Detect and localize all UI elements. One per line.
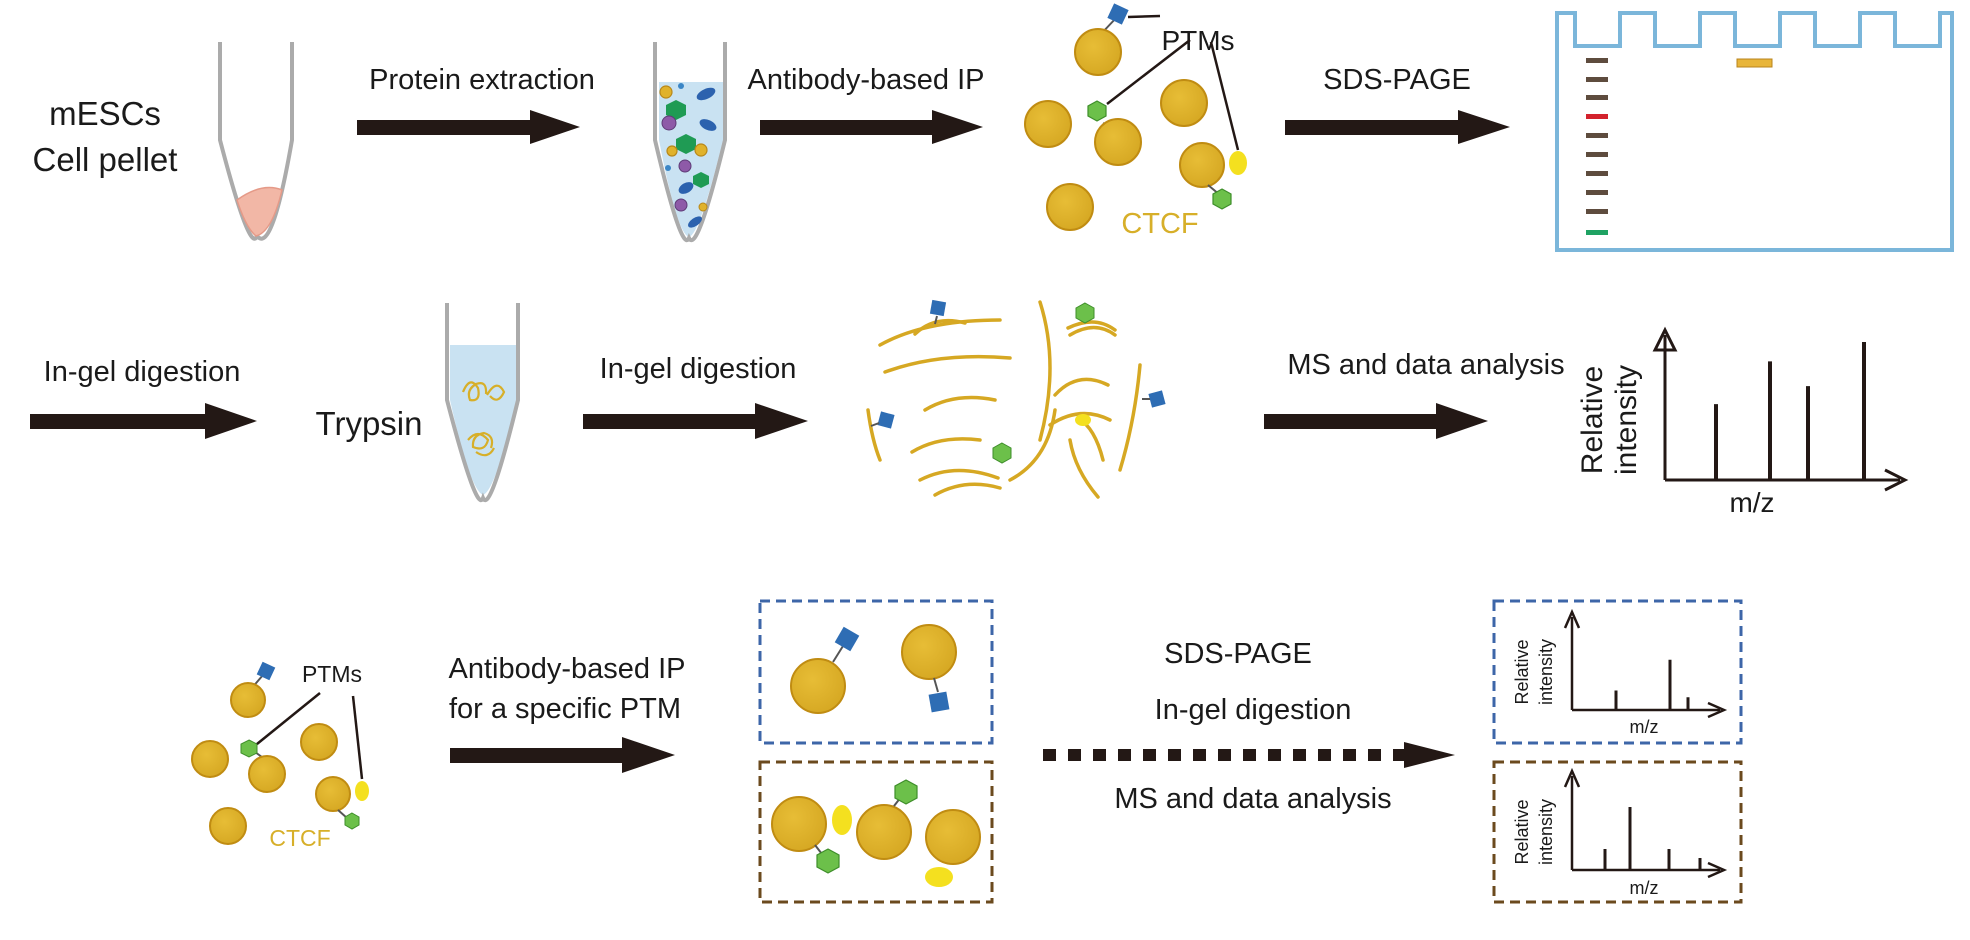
brown-spectrum-box — [1492, 760, 1743, 904]
in-gel-digestion-label-1: In-gel digestion — [44, 356, 241, 388]
protein-extraction-label: Protein extraction — [369, 64, 595, 96]
ms-data-analysis-label: MS and data analysis — [1287, 349, 1564, 381]
in-gel-digestion-arrow-1 — [30, 403, 257, 439]
trypsin-label: Trypsin — [316, 405, 423, 442]
ptms-callout-lines-2 — [256, 692, 364, 780]
ms-data-analysis-arrow — [1264, 403, 1488, 439]
in-gel-digestion-label-2: In-gel digestion — [600, 353, 797, 385]
blue-spectrum-ylabel-line1: Relative — [1512, 639, 1532, 704]
cell-pellet-tube — [218, 42, 294, 241]
brown-spectrum-ylabel-line2: intensity — [1536, 799, 1556, 865]
ctcf-protein — [1074, 28, 1122, 76]
cell-label-line2: Cell pellet — [33, 141, 178, 178]
ctcf-protein — [300, 723, 338, 761]
antibody-ip-arrow — [760, 110, 983, 144]
blue-spectrum-ylabel-line2: intensity — [1536, 639, 1556, 705]
ctcf-protein-cluster — [1024, 3, 1247, 231]
brown-spectrum-chart — [1563, 767, 1728, 879]
specific-ptm-ip-label-line1: Antibody-based IP — [449, 653, 686, 685]
trypsin-tube — [445, 303, 520, 503]
specific-ptm-ip-arrow — [450, 737, 675, 773]
blue-spectrum-chart — [1563, 608, 1728, 719]
sds-page-arrow — [1285, 110, 1510, 144]
blue-spectrum-xlabel: m/z — [1630, 717, 1659, 737]
ctcf-protein — [248, 755, 286, 793]
ctcf-label: CTCF — [1121, 208, 1198, 240]
step-sds-page: SDS-PAGE — [1164, 638, 1312, 670]
lysate-tube — [653, 42, 727, 243]
ctcf-protein — [191, 740, 229, 778]
brown-spectrum-xlabel: m/z — [1630, 878, 1659, 898]
spectrum-ylabel-line2: intensity — [1610, 365, 1643, 475]
brown-ptm-enriched-box — [758, 760, 994, 904]
spectrum-peaks — [1714, 342, 1866, 480]
ptm-green-hexagon — [344, 812, 360, 830]
ptm-blue-square — [256, 661, 276, 681]
ptms-label: PTMs — [1161, 25, 1234, 56]
ptms-label-2: PTMs — [302, 661, 362, 687]
peptide-ptm-marks — [870, 299, 1166, 464]
ptm-green-hexagon — [1087, 100, 1107, 122]
ptm-green-hexagon — [240, 739, 258, 758]
ctcf-protein — [209, 807, 247, 845]
cell-label-line1: mESCs — [49, 95, 161, 132]
sds-page-gel — [1555, 11, 1954, 252]
ctcf-protein — [230, 682, 266, 718]
dashed-process-arrow — [1043, 742, 1455, 768]
blue-spectrum-box — [1492, 599, 1743, 745]
ms-spectrum-chart — [1652, 326, 1909, 492]
ctcf-protein — [1094, 118, 1142, 166]
ctcf-protein — [1160, 79, 1208, 127]
ptm-yellow-oval — [355, 781, 369, 801]
sds-page-label: SDS-PAGE — [1323, 64, 1471, 96]
brown-spectrum-ylabel-line1: Relative — [1512, 799, 1532, 864]
spectrum-ylabel-line1: Relative — [1576, 366, 1609, 474]
ptm-blue-square — [1107, 3, 1129, 25]
peptide-fragments — [866, 300, 1142, 499]
ctcf-protein — [1046, 183, 1094, 231]
protein-extraction-arrow — [357, 110, 580, 144]
step-in-gel-digestion: In-gel digestion — [1155, 694, 1352, 726]
ptms-callout-lines — [1106, 14, 1240, 151]
step-ms-data-analysis: MS and data analysis — [1114, 783, 1391, 815]
ctcf-protein — [1024, 100, 1072, 148]
spectrum-xlabel: m/z — [1729, 487, 1774, 518]
antibody-ip-label: Antibody-based IP — [748, 64, 985, 96]
ctcf-protein-cluster-2 — [191, 661, 369, 845]
blue-ptm-enriched-box — [758, 599, 994, 745]
ptm-yellow-oval — [1229, 151, 1247, 175]
ctcf-label-2: CTCF — [269, 825, 330, 851]
ptm-green-hexagon — [1212, 188, 1232, 210]
ctcf-protein — [1179, 142, 1225, 188]
blue-ptm-proteins — [790, 624, 957, 714]
other-ptm-proteins — [771, 779, 981, 887]
ctcf-protein — [315, 776, 351, 812]
specific-ptm-ip-label-line2: for a specific PTM — [449, 693, 681, 725]
in-gel-digestion-arrow-2 — [583, 403, 808, 439]
